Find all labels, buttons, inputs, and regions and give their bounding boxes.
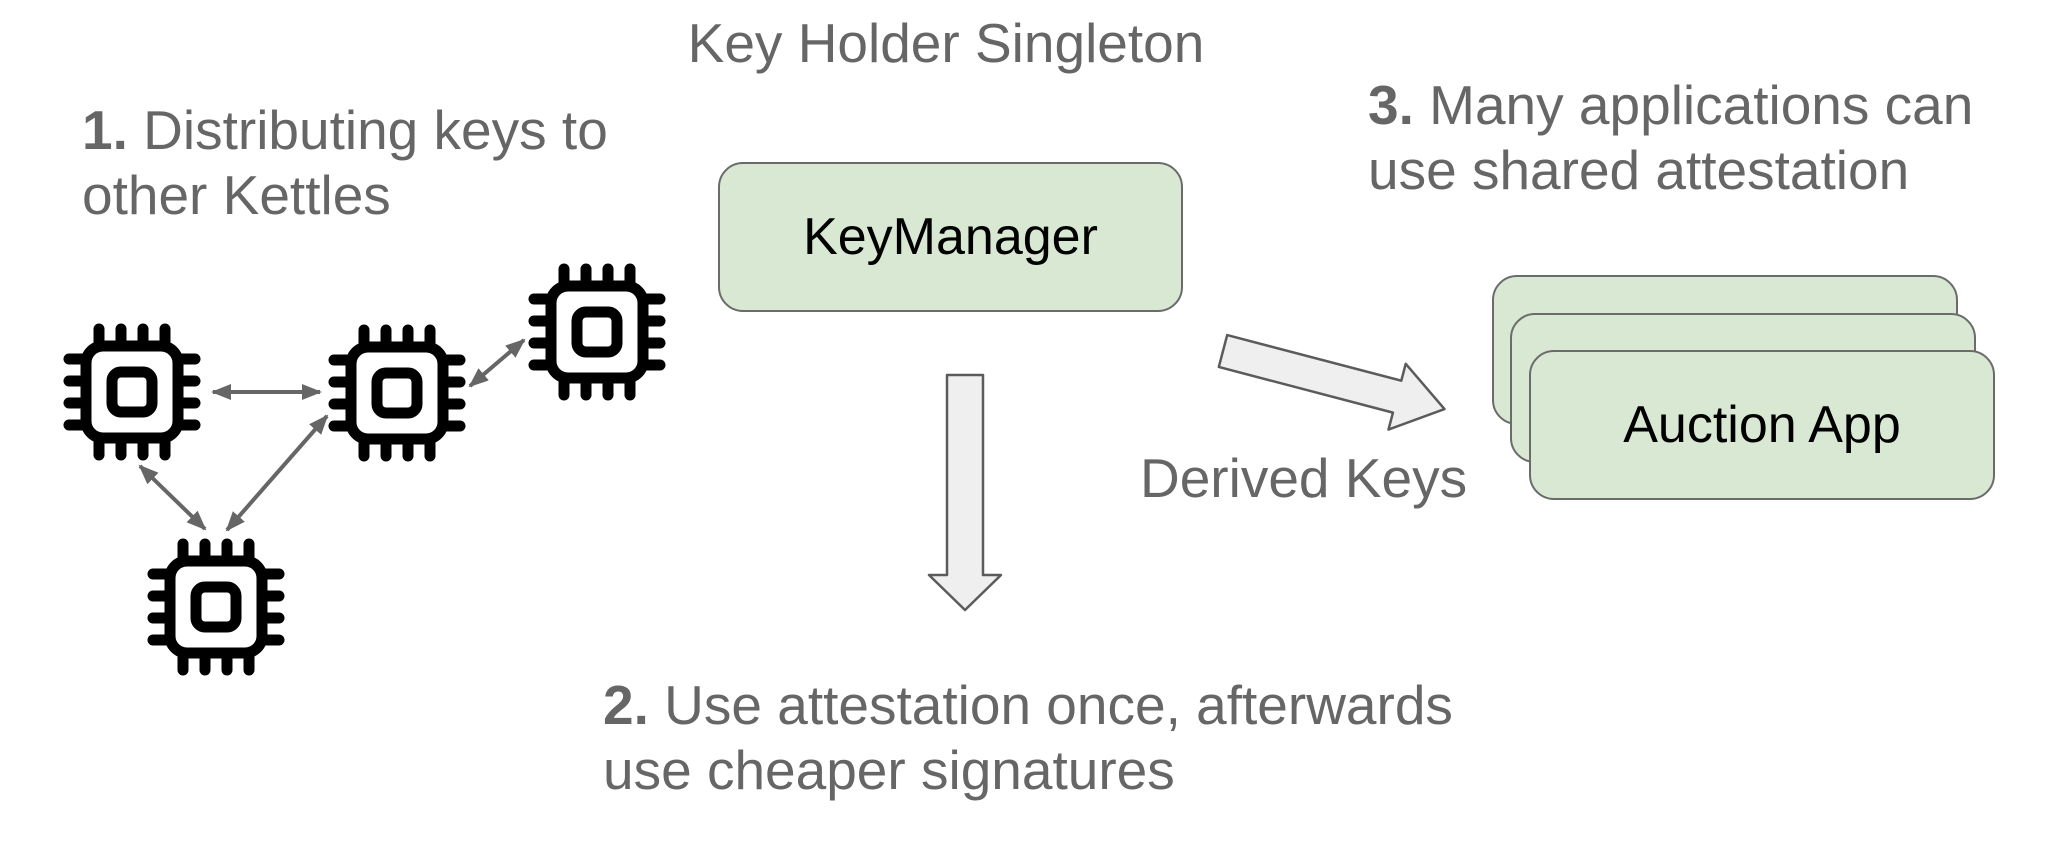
annotation-step-1-number: 1. — [82, 99, 128, 161]
bidirectional-arrow-middle-bottom — [225, 414, 329, 532]
key-manager-node: KeyManager — [718, 162, 1183, 312]
annotation-step-2-text: Use attestation once, afterwards use che… — [603, 674, 1453, 801]
annotation-step-3-text: Many applications can use shared attesta… — [1368, 74, 1974, 201]
annotation-step-1: 1. Distributing keys to other Kettles — [82, 98, 642, 228]
auction-app-label: Auction App — [1623, 396, 1901, 454]
cpu-chip-icon — [334, 330, 460, 456]
diagram-title: Key Holder Singleton — [687, 12, 1205, 74]
bidirectional-arrow-left-bottom — [138, 464, 207, 531]
annotation-step-2-number: 2. — [603, 674, 649, 736]
cpu-chip-icon — [534, 269, 660, 395]
cpu-chip-icon — [153, 544, 279, 670]
cpu-chip-icon — [69, 329, 195, 455]
auction-app-node: Auction App — [1529, 350, 1995, 500]
down-block-arrow-icon — [927, 373, 1003, 612]
annotation-step-2: 2. Use attestation once, afterwards use … — [603, 673, 1473, 803]
annotation-step-3-number: 3. — [1368, 74, 1414, 136]
derived-keys-block-arrow-icon — [1217, 333, 1446, 431]
annotation-step-1-text: Distributing keys to other Kettles — [82, 99, 608, 226]
bidirectional-arrow-middle-topright — [468, 338, 526, 388]
annotation-step-3: 3. Many applications can use shared atte… — [1368, 73, 2008, 203]
key-manager-label: KeyManager — [803, 208, 1098, 266]
derived-keys-label: Derived Keys — [1140, 447, 1468, 509]
